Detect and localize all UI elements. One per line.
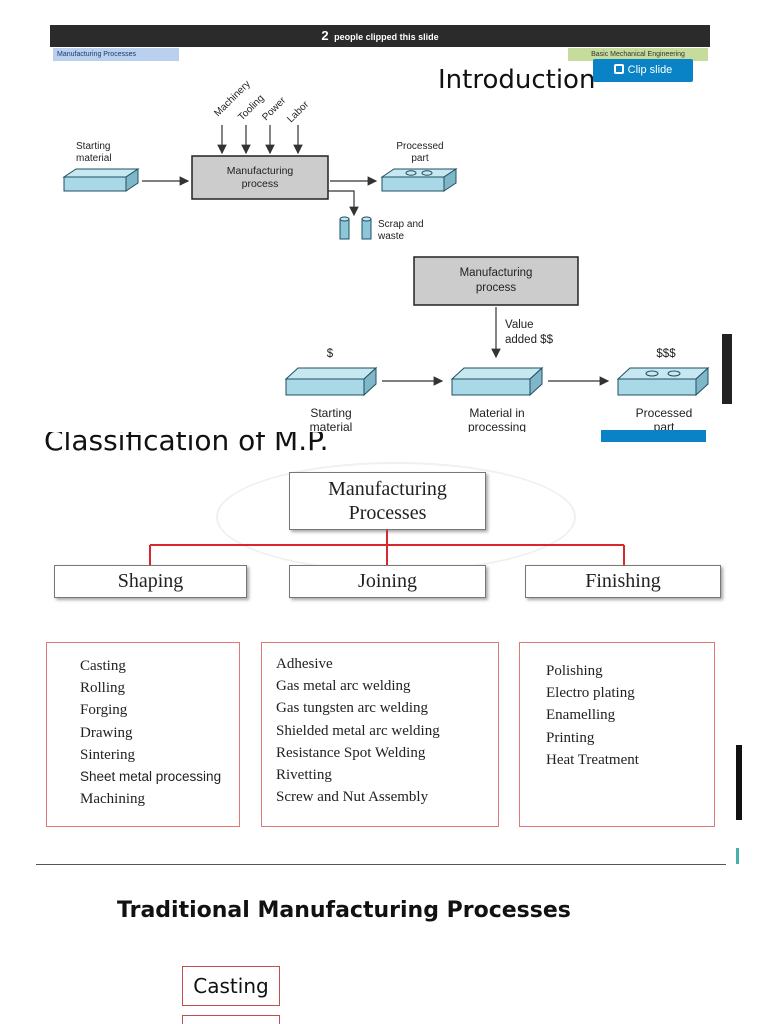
shaping-list: Casting Rolling Forging Drawing Sinterin… bbox=[46, 642, 240, 827]
clipped-banner: 2 people clipped this slide bbox=[50, 25, 710, 47]
casting-box: Casting bbox=[182, 966, 280, 1006]
process-diagram: Machinery Tooling Power Labor Manufactur… bbox=[62, 79, 710, 434]
clip-slide-button[interactable]: Clip slide bbox=[593, 59, 693, 82]
list-item: Casting bbox=[80, 658, 126, 674]
process-top-line1: Manufacturing bbox=[227, 165, 294, 177]
clip-slide-label: Clip slide bbox=[627, 64, 673, 76]
list-item: Shielded metal arc welding bbox=[276, 722, 440, 739]
root-node: Manufacturing Processes bbox=[289, 472, 486, 530]
edge-artifact-2 bbox=[736, 745, 742, 820]
category-joining: Joining bbox=[289, 565, 486, 598]
process-bottom-line1: Manufacturing bbox=[460, 267, 533, 279]
category-shaping: Shaping bbox=[54, 565, 247, 598]
next-process-box bbox=[182, 1015, 280, 1024]
processed-part-block-bottom bbox=[616, 366, 710, 397]
starting-material-block-bottom bbox=[284, 366, 378, 397]
list-item: Rivetting bbox=[276, 767, 332, 784]
list-item: Polishing bbox=[546, 663, 603, 679]
course-tag: Manufacturing Processes bbox=[53, 48, 179, 61]
clip-slide-button-2[interactable] bbox=[601, 430, 706, 442]
value-added-2: added $$ bbox=[505, 334, 554, 346]
list-item: Enamelling bbox=[546, 707, 616, 724]
edge-artifact bbox=[722, 334, 732, 404]
root-line-1: Manufacturing bbox=[328, 478, 447, 500]
list-item: Gas metal arc welding bbox=[276, 678, 411, 695]
scrap-label-1: Scrap and bbox=[378, 219, 424, 230]
input-labor: Labor bbox=[285, 99, 311, 125]
start-material-label-2: material bbox=[76, 153, 112, 164]
category-finishing: Finishing bbox=[525, 565, 721, 598]
list-item: Printing bbox=[546, 729, 595, 746]
price-start: $ bbox=[327, 348, 334, 360]
processed-part-label-1: Processed bbox=[396, 141, 443, 152]
processed-part-label-2: part bbox=[411, 153, 428, 164]
list-item: Rolling bbox=[80, 680, 126, 697]
bottom-inprocess-label-2: processing bbox=[468, 420, 526, 434]
edge-marker bbox=[736, 848, 739, 864]
scrap-cylinders bbox=[339, 216, 372, 240]
list-item: Machining bbox=[80, 791, 145, 808]
list-item: Sheet metal processing bbox=[80, 769, 222, 785]
scrap-label-2: waste bbox=[377, 231, 405, 242]
starting-material-block-top bbox=[62, 168, 140, 192]
slide-divider bbox=[36, 864, 726, 865]
value-added-1: Value bbox=[505, 319, 534, 331]
finishing-list: Polishing Electro plating Enamelling Pri… bbox=[519, 642, 715, 827]
slide2-title: Classification of M.P. bbox=[44, 432, 329, 457]
list-item: Gas tungsten arc welding bbox=[276, 700, 429, 717]
list-item: Forging bbox=[80, 702, 128, 719]
process-bottom-line2: process bbox=[476, 282, 517, 294]
bottom-processed-label-1: Processed bbox=[636, 406, 693, 420]
price-end: $$$ bbox=[656, 348, 676, 360]
list-item: Resistance Spot Welding bbox=[276, 744, 426, 761]
process-top-line2: process bbox=[242, 178, 279, 190]
list-item: Heat Treatment bbox=[546, 751, 639, 768]
clip-icon bbox=[613, 64, 624, 74]
list-item: Drawing bbox=[80, 724, 133, 741]
subject-tag: Basic Mechanical Engineering bbox=[568, 48, 708, 61]
in-process-block bbox=[450, 366, 544, 397]
clipped-text: people clipped this slide bbox=[334, 32, 439, 42]
list-item: Sintering bbox=[80, 746, 135, 763]
process-box-bottom bbox=[413, 256, 579, 306]
list-item: Electro plating bbox=[546, 685, 635, 702]
tree-connectors bbox=[149, 530, 625, 565]
list-item: Adhesive bbox=[276, 656, 333, 672]
slide-title: Introduction bbox=[438, 65, 596, 95]
processed-part-block-top bbox=[380, 168, 458, 192]
joining-list: Adhesive Gas metal arc welding Gas tungs… bbox=[261, 642, 499, 827]
clipped-count: 2 bbox=[321, 28, 329, 43]
bottom-start-label-1: Starting bbox=[310, 406, 351, 420]
root-line-2: Processes bbox=[348, 502, 427, 524]
list-item: Screw and Nut Assembly bbox=[276, 789, 429, 806]
bottom-start-label-2: material bbox=[310, 420, 353, 434]
slide-introduction: 2 people clipped this slide Manufacturin… bbox=[50, 25, 710, 435]
slide-classification: Classification of M.P. Manufacturing Pro… bbox=[36, 432, 726, 864]
bottom-inprocess-label-1: Material in bbox=[469, 406, 524, 420]
start-material-label-1: Starting bbox=[76, 141, 110, 152]
slide3-title: Traditional Manufacturing Processes bbox=[117, 898, 571, 923]
process-box-top bbox=[191, 155, 329, 200]
